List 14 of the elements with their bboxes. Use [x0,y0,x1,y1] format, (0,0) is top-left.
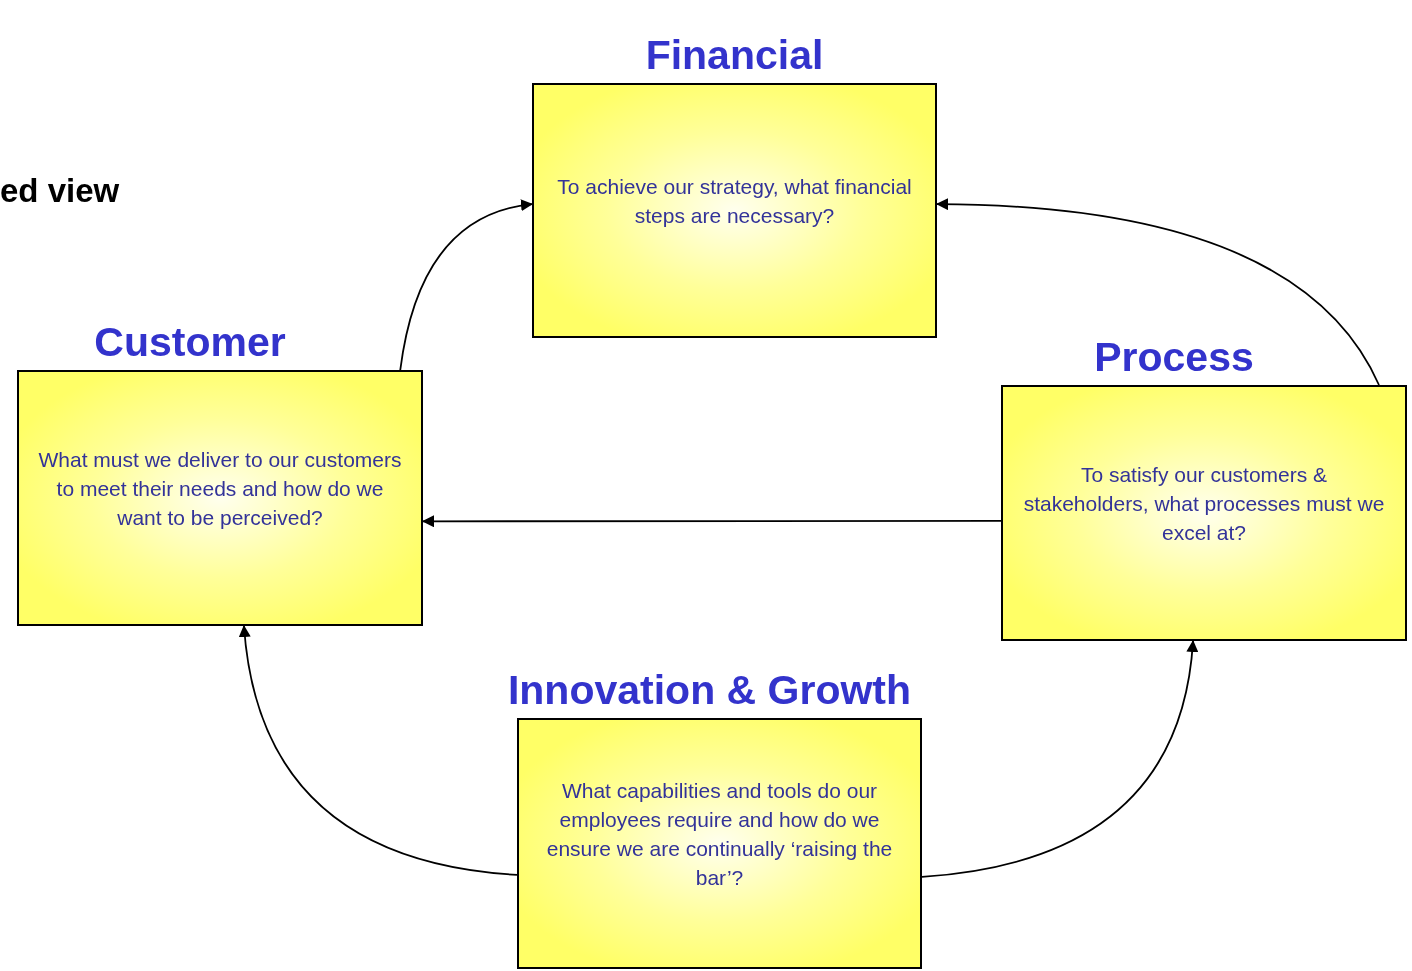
question-text: What must we deliver to our customers to meet their needs and how do we want to be perceived? [37,446,403,531]
question-text: To achieve our strategy, what financial steps are necessary? [556,173,913,229]
title-fragment: ed view [0,171,120,211]
arrow [936,198,1380,386]
arrow [422,515,1002,528]
perspective-heading: Process [1093,333,1255,381]
question-text: What capabilities and tools do our employees require and how do we ensure we are continually ‘raising the bar’? [545,777,894,891]
perspective-heading: Financial [644,31,825,79]
perspective-heading: Customer [93,318,287,366]
arrow [921,640,1198,878]
question-text: To satisfy our customers & stakeholders, what processes must we excel at? [1022,461,1386,546]
perspective-heading: Innovation & Growth [506,666,913,714]
arrow [239,625,518,876]
arrow [399,199,533,371]
